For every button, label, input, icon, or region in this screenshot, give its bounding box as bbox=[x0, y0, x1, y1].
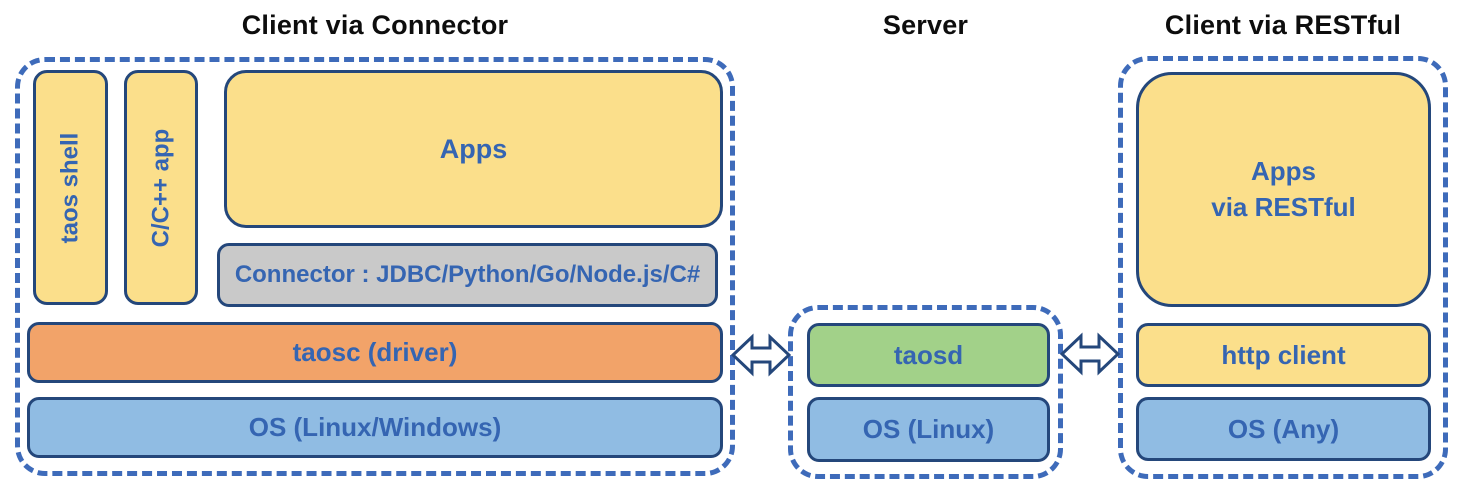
double-arrow-icon bbox=[1060, 332, 1120, 376]
cpp-app-label: C/C++ app bbox=[147, 128, 175, 247]
client-connector-zone-outline bbox=[15, 57, 735, 476]
server-zone-outline bbox=[788, 305, 1063, 479]
client-restful-zone-outline bbox=[1118, 56, 1448, 479]
taosd-box: taosd bbox=[807, 323, 1050, 387]
section-title-client-restful: Client via RESTful bbox=[1164, 10, 1402, 40]
apps-box: Apps bbox=[224, 70, 723, 228]
os-linux-box: OS (Linux) bbox=[807, 397, 1050, 462]
connector-box: Connector : JDBC/Python/Go/Node.js/C# bbox=[217, 243, 718, 307]
section-title-client-connector: Client via Connector bbox=[241, 10, 509, 40]
os-any-box: OS (Any) bbox=[1136, 397, 1431, 461]
http-client-box: http client bbox=[1136, 323, 1431, 387]
double-arrow-icon bbox=[731, 333, 791, 377]
apps-via-restful-box: Apps via RESTful bbox=[1136, 72, 1431, 307]
cpp-app-box: C/C++ app bbox=[124, 70, 198, 305]
section-title-server: Server bbox=[882, 10, 969, 40]
taos-shell-label: taos shell bbox=[56, 132, 84, 243]
taos-shell-box: taos shell bbox=[33, 70, 108, 305]
taosc-driver-box: taosc (driver) bbox=[27, 322, 723, 383]
os-linux-windows-box: OS (Linux/Windows) bbox=[27, 397, 723, 458]
